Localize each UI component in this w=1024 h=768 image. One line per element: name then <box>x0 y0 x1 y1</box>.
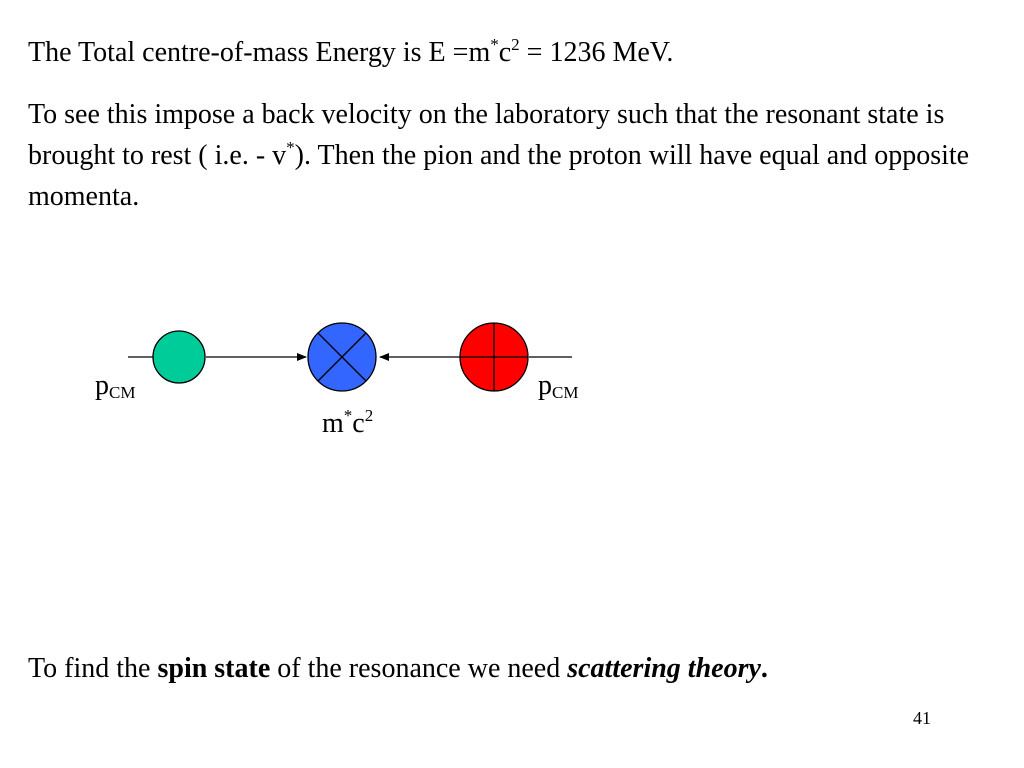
energy-statement: The Total centre-of-mass Energy is E =m*… <box>28 32 988 73</box>
paragraph-text-end: ). Then the pion and the proton will hav… <box>28 140 970 212</box>
proton-momentum-label: pCM <box>538 370 579 402</box>
energy-squared: 2 <box>511 35 520 54</box>
energy-value: = 1236 MeV. <box>519 37 674 68</box>
energy-c: c <box>498 37 512 68</box>
back-velocity-paragraph: To see this impose a back velocity on th… <box>28 94 988 217</box>
proton-particle <box>459 322 529 392</box>
resonance-particle <box>307 322 377 392</box>
spin-state-statement: To find the spin state of the resonance … <box>28 653 768 684</box>
pion-momentum-label: pCM <box>95 370 136 402</box>
energy-text-prefix: The Total centre-of-mass Energy is E =m <box>28 37 491 68</box>
resonance-energy-label: m*c2 <box>322 406 374 439</box>
pion-particle <box>152 330 206 384</box>
scattering-theory-emphasis: scattering theory <box>567 653 761 684</box>
velocity-star: * <box>286 138 295 157</box>
spin-state-emphasis: spin state <box>157 653 271 684</box>
energy-star: * <box>490 35 499 54</box>
page-number: 41 <box>913 708 931 728</box>
paragraph-text-start: To see this impose a back velocity on th… <box>28 99 945 171</box>
